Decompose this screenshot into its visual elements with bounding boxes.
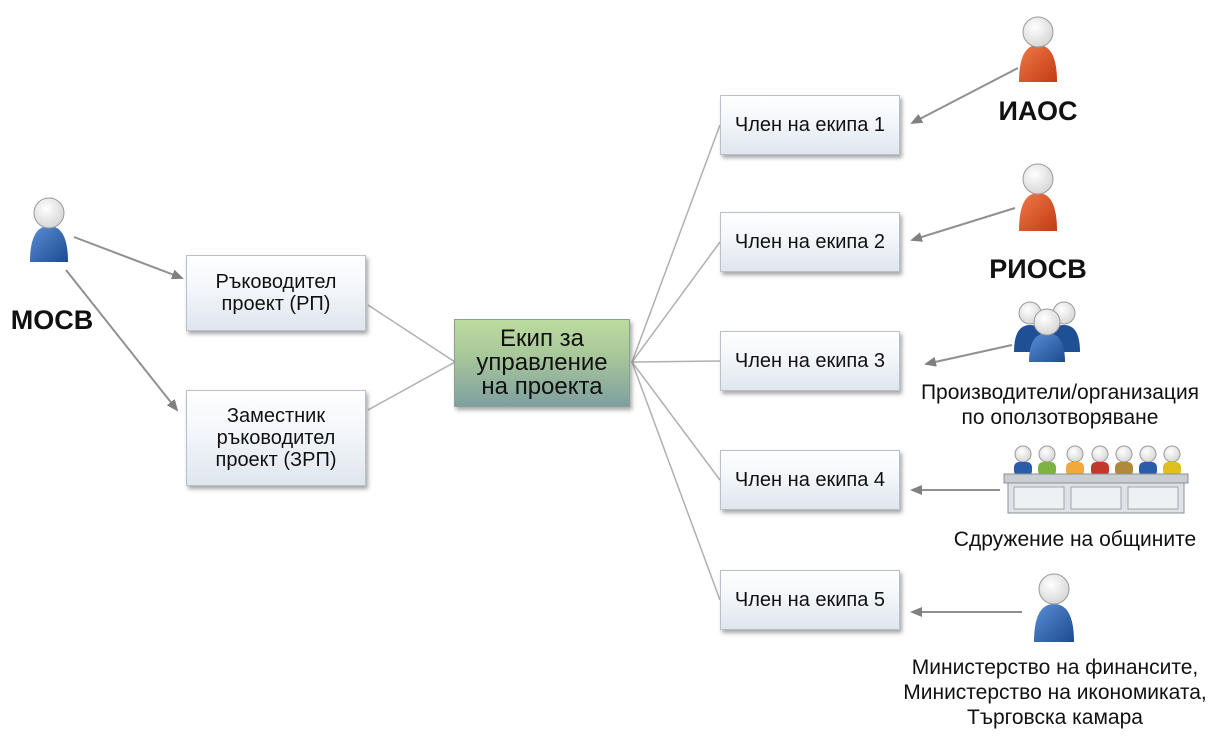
- team-member-label: Член на екипа 3: [734, 350, 886, 372]
- deputy-manager-line-1: Заместник: [226, 405, 326, 427]
- iaos-label: ИАОС: [998, 96, 1078, 126]
- arrow-producers-to-member3: [924, 344, 1013, 367]
- connector-line: [367, 304, 456, 363]
- deputy-manager-line-3: проект (ЗРП): [215, 449, 337, 471]
- deputy-manager-line-2: ръководител: [216, 427, 336, 449]
- project-team-line-1: Екип за: [500, 325, 584, 352]
- connector-line: [367, 361, 456, 411]
- ministries-line-1: Министерство на финансите,: [911, 656, 1199, 679]
- project-team-line-2: управление: [476, 349, 608, 376]
- ministries-line-3: Търговска камара: [967, 706, 1143, 729]
- arrow-iaos-to-member1: [910, 67, 1019, 124]
- team-member-box-3: Член на екипа 3: [720, 331, 900, 391]
- project-manager-line-2: проект (РП): [221, 293, 331, 315]
- mosv-label: МОСВ: [10, 305, 94, 335]
- project-team-box: Екип за управление на проекта: [454, 319, 630, 407]
- person-icon: [1019, 163, 1057, 231]
- project-team-line-3: на проекта: [481, 373, 603, 400]
- municipalities-label: Сдружение на общините: [953, 528, 1197, 551]
- producers-label: Производители/организация по оползотворя…: [895, 380, 1221, 430]
- team-member-label: Член на екипа 5: [734, 589, 886, 611]
- team-member-label: Член на екипа 4: [734, 469, 886, 491]
- team-member-box-1: Член на екипа 1: [720, 95, 900, 155]
- producers-line-2: по оползотворяване: [961, 406, 1159, 429]
- ministries-label: Министерство на финансите, Министерство …: [890, 655, 1220, 730]
- person-icon: [1019, 16, 1057, 82]
- producers-line-1: Производители/организация: [920, 381, 1200, 404]
- person-icon: [30, 197, 68, 262]
- deputy-manager-box: Заместник ръководител проект (ЗРП): [186, 390, 366, 486]
- connector-line: [631, 361, 721, 481]
- connector-line: [631, 361, 721, 601]
- connector-line: [631, 360, 721, 363]
- connector-line: [631, 124, 721, 363]
- team-member-box-4: Член на екипа 4: [720, 450, 900, 510]
- riosv-label: РИОСВ: [989, 254, 1087, 284]
- team-member-box-5: Член на екипа 5: [720, 570, 900, 630]
- team-member-label: Член на екипа 1: [734, 114, 886, 136]
- team-member-box-2: Член на екипа 2: [720, 212, 900, 272]
- team-member-label: Член на екипа 2: [734, 231, 886, 253]
- arrow-mosv-to-zrp: [65, 269, 179, 412]
- council-table-icon: [1003, 445, 1189, 514]
- ministries-line-2: Министерство на икономиката,: [903, 681, 1207, 704]
- arrow-mosv-to-rp: [73, 236, 184, 280]
- arrow-riosv-to-member2: [910, 207, 1016, 242]
- project-manager-line-1: Ръководител: [215, 271, 337, 293]
- connector-line: [631, 241, 721, 363]
- group-icon: [1014, 301, 1080, 362]
- project-manager-box: Ръководител проект (РП): [186, 255, 366, 331]
- person-icon: [1034, 573, 1074, 642]
